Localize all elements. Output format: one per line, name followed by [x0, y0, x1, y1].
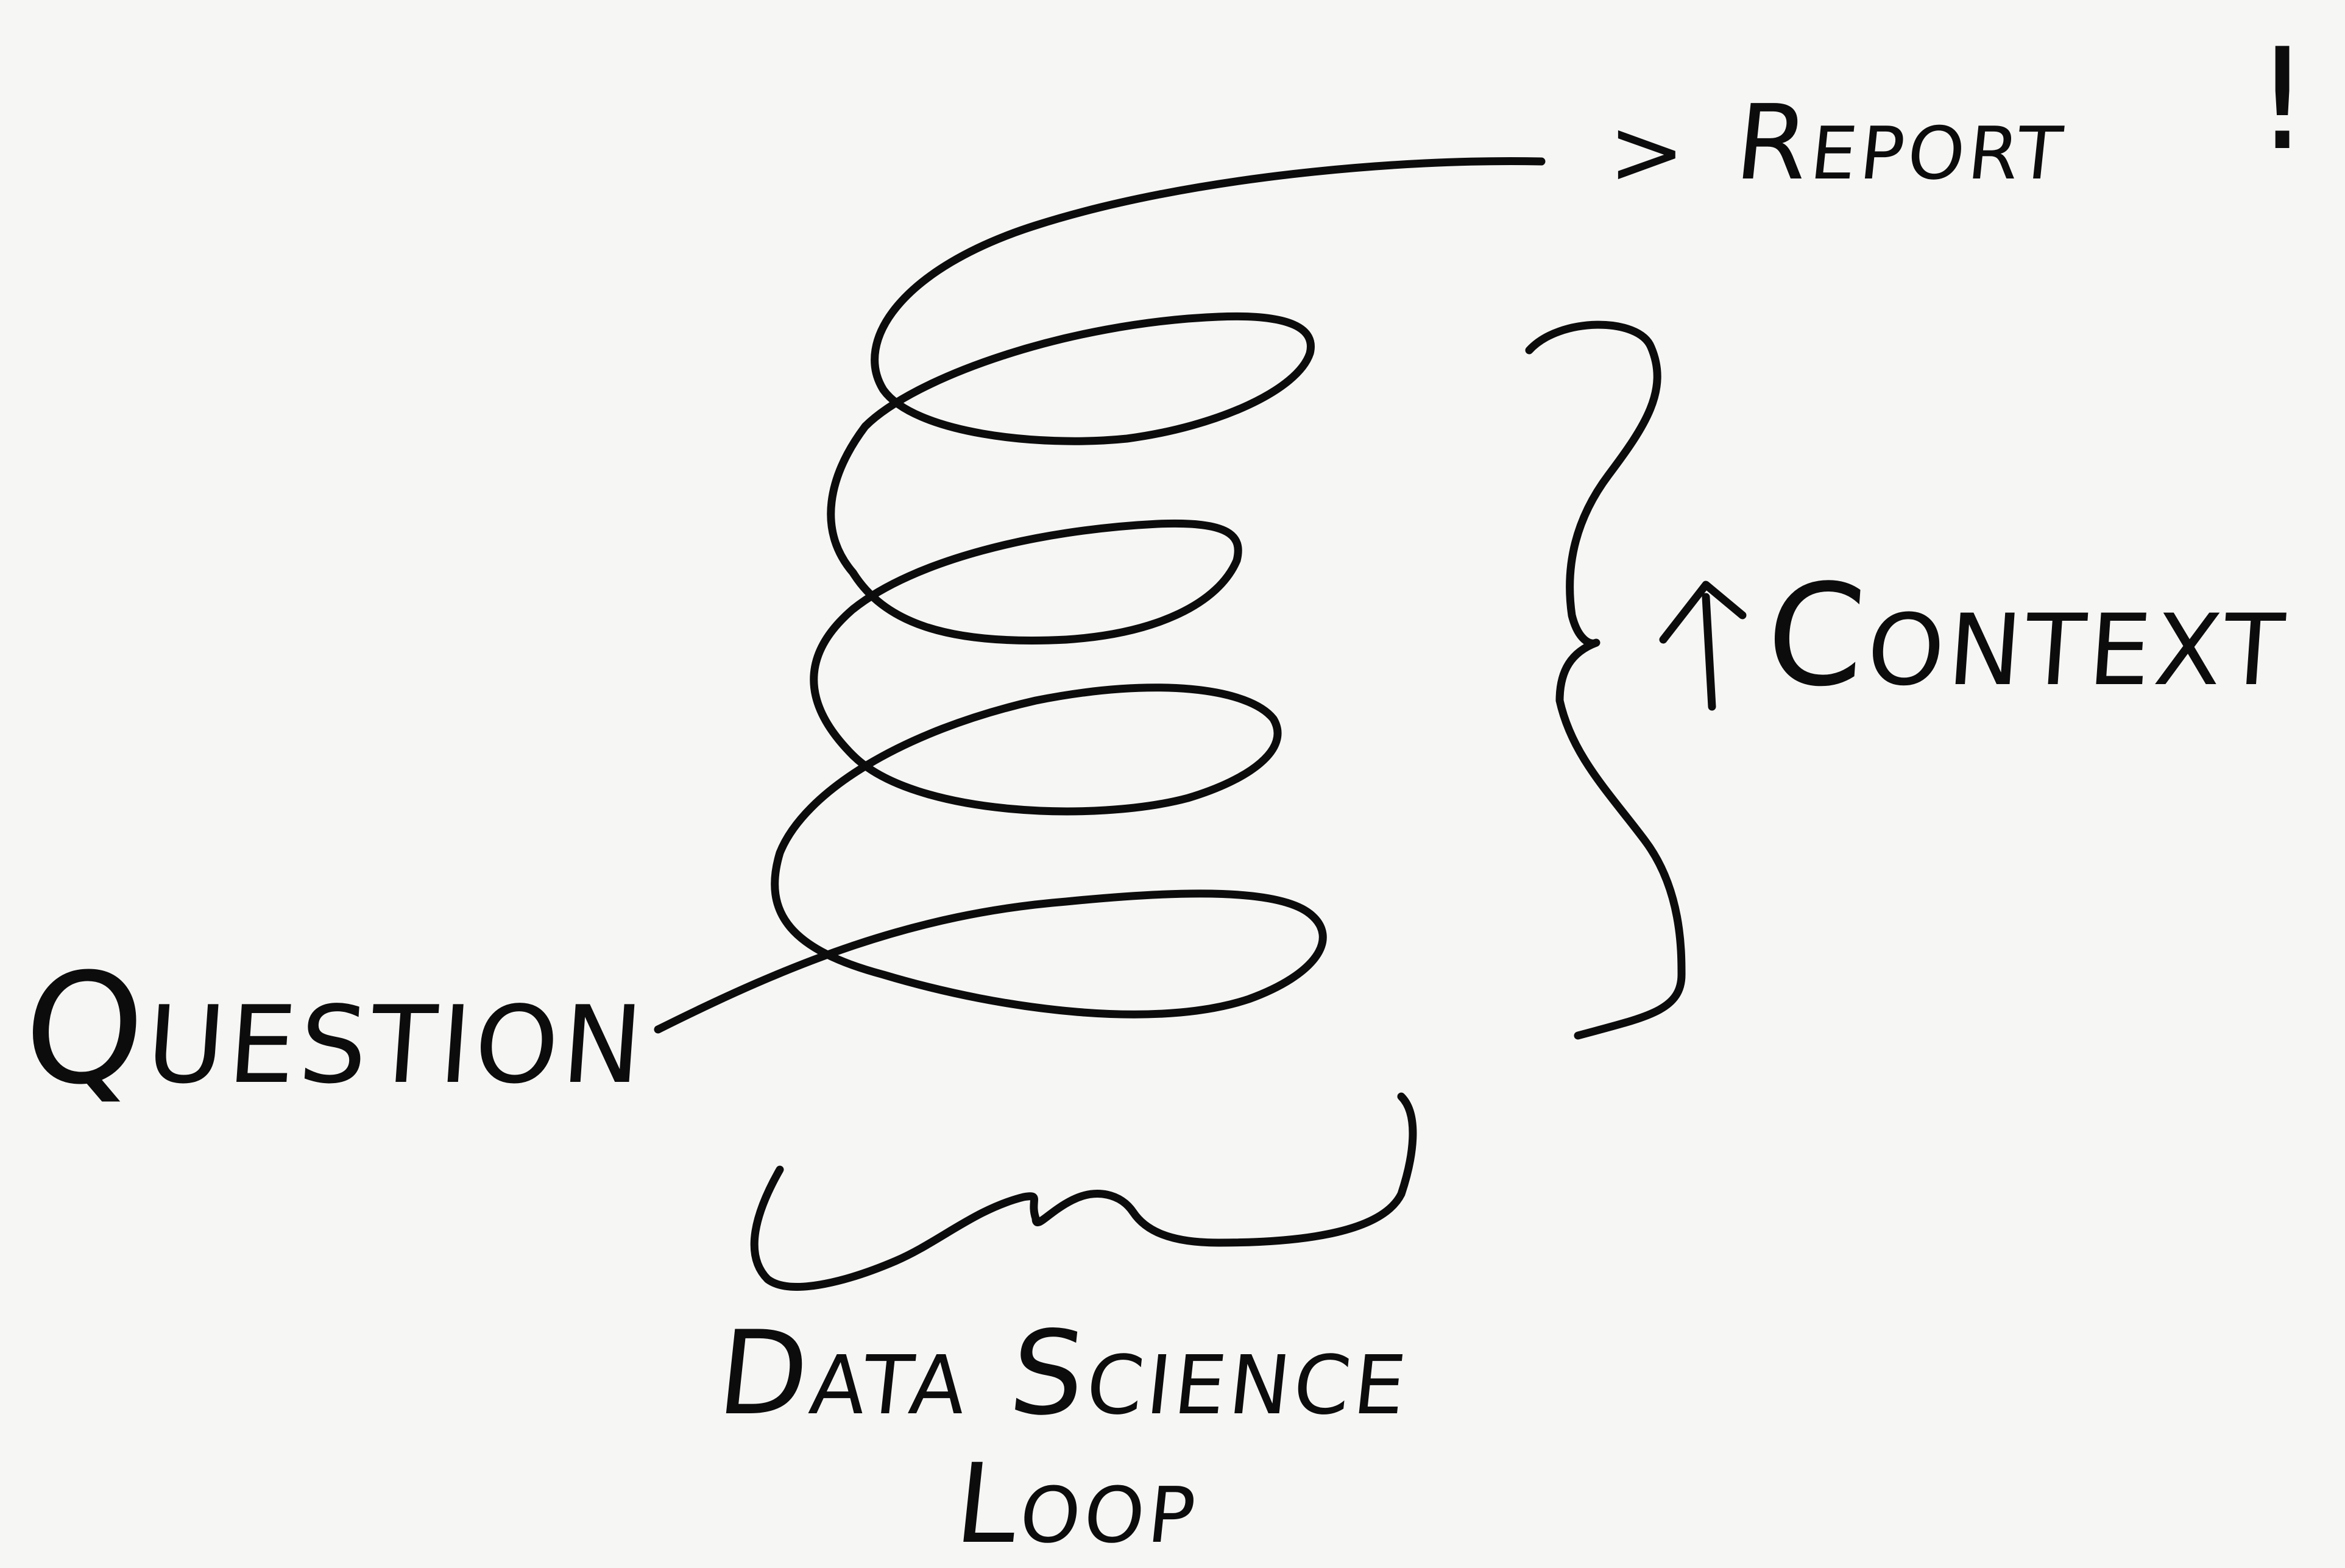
data-science-label: Data Science — [712, 1306, 1418, 1441]
spiral-loop-path — [654, 157, 1546, 1034]
context-label: Context — [1761, 555, 2294, 718]
loop-label: Loop — [950, 1441, 1206, 1568]
data-science-brace — [750, 1092, 1417, 1291]
report-label: Report — [1730, 83, 2073, 203]
question-label: Question — [18, 941, 653, 1118]
report-arrow-glyph: > — [1608, 99, 1689, 205]
report-exclamation: ! — [2254, 19, 2315, 182]
context-up-arrow — [1659, 581, 1747, 711]
context-brace — [1525, 320, 1686, 1040]
